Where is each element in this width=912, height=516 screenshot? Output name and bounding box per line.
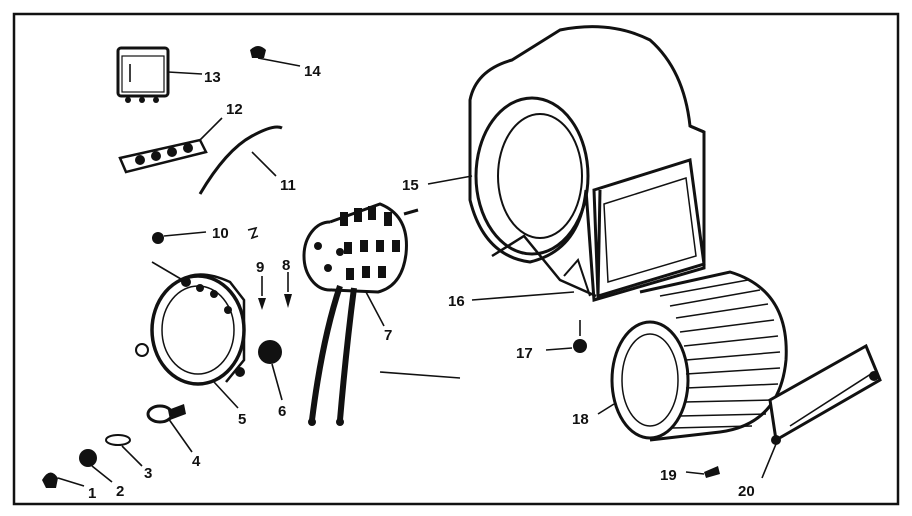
- bushing-4-drawing: [146, 404, 193, 453]
- washer-3-drawing: [105, 434, 143, 467]
- nut-2-drawing: [79, 449, 113, 483]
- screw-14-drawing: [250, 46, 301, 67]
- blower-wheel-drawing: [597, 270, 788, 442]
- callout-9: 9: [256, 259, 264, 276]
- terminal-strip-drawing: [118, 117, 223, 174]
- diagram-frame: [12, 12, 900, 506]
- bolt-1-drawing: [42, 472, 85, 488]
- screw-10-drawing: [152, 226, 259, 244]
- callout-1: 1: [88, 485, 96, 502]
- screw-17-drawing: [545, 320, 587, 353]
- callout-14: 14: [304, 63, 321, 80]
- callout-6: 6: [278, 403, 286, 420]
- callout-11: 11: [280, 177, 296, 194]
- bracket-20-drawing: [761, 343, 882, 479]
- motor-drawing: [302, 202, 461, 426]
- callout-12: 12: [226, 101, 243, 118]
- callout-3: 3: [144, 465, 152, 482]
- callout-17: 17: [516, 345, 533, 362]
- screws-8-9-drawing: [258, 272, 292, 310]
- callout-16: 16: [448, 293, 465, 310]
- wire-11-drawing: [198, 125, 283, 195]
- callout-8: 8: [282, 257, 290, 274]
- callout-labels: 1 2 3 4 5 6 7 8 9 10 11 12 13 14 15 16 1…: [88, 63, 755, 502]
- callout-15: 15: [402, 177, 419, 194]
- callout-13: 13: [204, 69, 221, 86]
- blower-housing-drawing: [427, 25, 706, 302]
- relay-box-drawing: [116, 46, 203, 103]
- callout-19: 19: [660, 467, 677, 484]
- motor-mount-drawing: [135, 261, 246, 409]
- screw-19-drawing: [685, 466, 720, 478]
- callout-20: 20: [738, 483, 755, 500]
- callout-2: 2: [116, 483, 124, 500]
- grommet-6-drawing: [258, 340, 283, 401]
- callout-18: 18: [572, 411, 589, 428]
- callout-7: 7: [384, 327, 392, 344]
- callout-5: 5: [238, 411, 246, 428]
- callout-4: 4: [192, 453, 201, 470]
- callout-10: 10: [212, 225, 229, 242]
